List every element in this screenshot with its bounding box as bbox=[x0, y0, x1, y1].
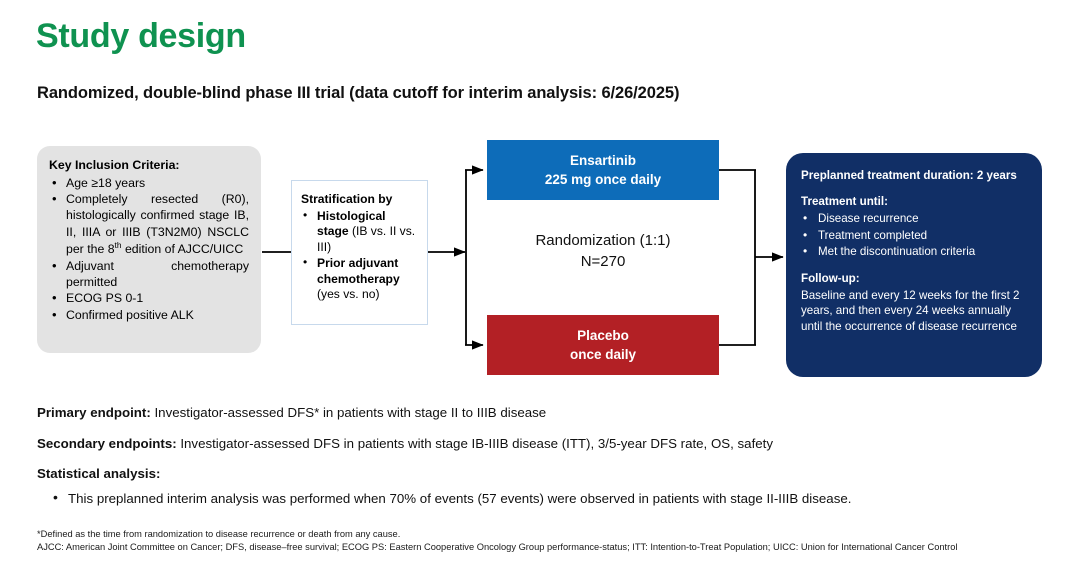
duration-followup-label: Follow-up: bbox=[801, 272, 860, 286]
inclusion-item-2: Adjuvant chemotherapy permitted bbox=[66, 258, 249, 289]
duration-treatment-item-0: Disease recurrence bbox=[818, 212, 919, 226]
primary-endpoint-line: Primary endpoint: Investigator-assessed … bbox=[37, 404, 1047, 422]
inclusion-item-0: Age ≥18 years bbox=[66, 175, 146, 190]
inclusion-item-1-suffix: edition of AJCC/UICC bbox=[121, 242, 244, 257]
randomization-label: Randomization (1:1) N=270 bbox=[487, 230, 719, 273]
inclusion-item-1-prefix: Completely resected (R0), histologically… bbox=[66, 192, 249, 257]
list-item: Age ≥18 years bbox=[49, 174, 249, 192]
page-subtitle: Randomized, double-blind phase III trial… bbox=[37, 84, 680, 102]
arm-ensartinib-text: Ensartinib 225 mg once daily bbox=[545, 151, 661, 189]
duration-followup-text: Baseline and every 12 weeks for the firs… bbox=[801, 288, 1020, 334]
arm-placebo-box: Placebo once daily bbox=[487, 315, 719, 375]
endpoints-section: Primary endpoint: Investigator-assessed … bbox=[37, 404, 1047, 508]
key-inclusion-criteria-box: Key Inclusion Criteria: Age ≥18 years Co… bbox=[37, 146, 261, 353]
list-item: Met the discontinuation criteria bbox=[801, 243, 1028, 261]
arm-placebo-text: Placebo once daily bbox=[570, 326, 636, 364]
list-item: Confirmed positive ALK bbox=[49, 306, 249, 324]
arm-ensartinib-box: Ensartinib 225 mg once daily bbox=[487, 140, 719, 200]
duration-treatment-item-2: Met the discontinuation criteria bbox=[818, 245, 976, 259]
inclusion-title: Key Inclusion Criteria: bbox=[49, 158, 180, 172]
statistical-analysis-label: Statistical analysis: bbox=[37, 465, 161, 481]
arm-ensartinib-line2: 225 mg once daily bbox=[544, 172, 662, 187]
arm-placebo-line1: Placebo bbox=[577, 327, 629, 343]
duration-treatment-label: Treatment until: bbox=[801, 195, 888, 209]
primary-endpoint-label: Primary endpoint: bbox=[37, 405, 151, 420]
stratification-list: Histological stage (IB vs. II vs. III) P… bbox=[301, 208, 419, 303]
duration-treatment-list: Disease recurrence Treatment completed M… bbox=[801, 210, 1028, 261]
randomization-line2: N=270 bbox=[580, 253, 626, 271]
list-item: Adjuvant chemotherapy permitted bbox=[49, 257, 249, 291]
primary-endpoint-text: Investigator-assessed DFS* in patients w… bbox=[150, 405, 547, 420]
study-design-diagram: Key Inclusion Criteria: Age ≥18 years Co… bbox=[0, 130, 1080, 395]
footnote-definition: *Defined as the time from randomization … bbox=[37, 529, 401, 539]
secondary-endpoint-line: Secondary endpoints: Investigator-assess… bbox=[37, 435, 1047, 453]
list-item: Disease recurrence bbox=[801, 210, 1028, 228]
duration-treatment-item-1: Treatment completed bbox=[818, 228, 928, 242]
stratification-title: Stratification by bbox=[301, 192, 393, 206]
inclusion-item-4: Confirmed positive ALK bbox=[66, 307, 194, 322]
randomization-line1: Randomization (1:1) bbox=[535, 232, 671, 249]
secondary-endpoint-label: Secondary endpoints: bbox=[37, 435, 177, 451]
inclusion-list: Age ≥18 years Completely resected (R0), … bbox=[49, 174, 249, 324]
footnotes-section: *Defined as the time from randomization … bbox=[37, 528, 1057, 553]
secondary-endpoint-text: Investigator-assessed DFS in patients wi… bbox=[176, 435, 774, 451]
treatment-duration-box: Preplanned treatment duration: 2 years T… bbox=[786, 153, 1042, 377]
list-item: Prior adjuvant chemotherapy (yes vs. no) bbox=[301, 255, 419, 303]
list-item: ECOG PS 0-1 bbox=[49, 289, 249, 307]
arm-placebo-line2: once daily bbox=[569, 347, 637, 362]
stratification-box: Stratification by Histological stage (IB… bbox=[291, 180, 428, 325]
stratification-item-1-plain: (yes vs. no) bbox=[317, 287, 380, 302]
list-item: Histological stage (IB vs. II vs. III) bbox=[301, 208, 419, 256]
stratification-item-0-bold: Histological stage bbox=[317, 208, 386, 239]
duration-heading: Preplanned treatment duration: 2 years bbox=[801, 169, 1017, 182]
list-item: Completely resected (R0), histologically… bbox=[49, 190, 249, 257]
page-title: Study design bbox=[36, 17, 246, 55]
footnote-abbreviations: AJCC: American Joint Committee on Cancer… bbox=[37, 541, 958, 552]
stratification-item-0-plain: (IB vs. II vs. III) bbox=[317, 224, 416, 255]
inclusion-item-3: ECOG PS 0-1 bbox=[66, 291, 144, 306]
arm-ensartinib-line1: Ensartinib bbox=[569, 152, 636, 168]
inclusion-item-1-ordinal: th bbox=[114, 240, 122, 251]
stratification-item-1-bold: Prior adjuvant chemotherapy bbox=[317, 255, 400, 286]
statistical-analysis-bullet: This preplanned interim analysis was per… bbox=[37, 488, 1047, 508]
list-item: Treatment completed bbox=[801, 227, 1028, 245]
